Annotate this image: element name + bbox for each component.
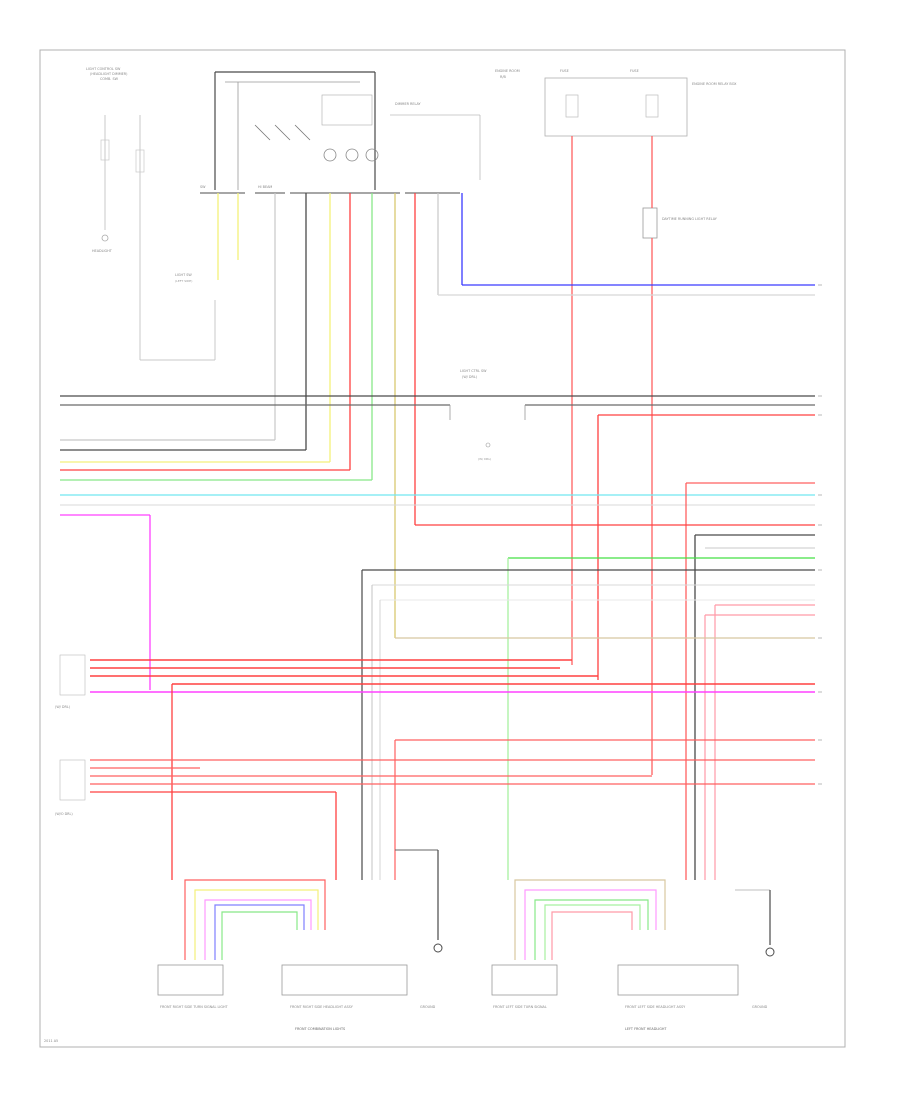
bottom-group-label-1: FRONT COMBINATION LIGHTS xyxy=(295,1027,345,1031)
front-right-loops xyxy=(184,879,326,960)
svg-text:(LEFT SIDE): (LEFT SIDE) xyxy=(175,279,192,283)
center-sw-label: LIGHT CTRL SW xyxy=(460,369,487,373)
bottom-ground-1: GROUND xyxy=(420,943,443,1009)
relay-box-label: ENGINE ROOM RELAY BOX xyxy=(692,82,737,86)
bottom-label-1: FRONT RIGHT SIDE TURN SIGNAL LIGHT xyxy=(160,1005,229,1009)
top-left-label-3: COMB. SW xyxy=(100,77,119,81)
bottom-ground-2: GROUND xyxy=(752,947,775,1009)
bottom-component-2: FRONT RIGHT SIDE HEADLIGHT ASSY FRONT CO… xyxy=(281,964,408,1031)
bottom-component-4: FRONT LEFT SIDE HEADLIGHT ASSY LEFT FRON… xyxy=(617,964,739,1031)
dimmer-relay-label: DIMMER RELAY xyxy=(395,102,422,106)
engine-room-label: ENGINE ROOM xyxy=(495,69,520,73)
svg-text:(W/ DRL): (W/ DRL) xyxy=(478,457,491,461)
headlight-label: HEADLIGHT xyxy=(92,249,113,253)
ground-label-a: GROUND xyxy=(420,1005,436,1009)
daytime-relay-label: DAYTIME RUNNING LIGHT RELAY xyxy=(662,217,718,221)
top-left-label: LIGHT CONTROL SW xyxy=(86,67,121,71)
bottom-component-3: FRONT LEFT SIDE TURN SIGNAL xyxy=(491,964,558,1009)
combination-switch-box: SW HI BEAM DIMMER RELAY xyxy=(200,71,481,190)
bottom-label-3: FRONT LEFT SIDE TURN SIGNAL xyxy=(493,1005,547,1009)
w-drl-left-label: (W/ DRL) xyxy=(55,705,71,709)
engine-room-relay-box: ENGINE ROOM R/B FUSE FUSE ENGINE ROOM RE… xyxy=(495,69,737,239)
light-ctrl-label: SW xyxy=(200,185,206,189)
hi-beam-label: HI BEAM xyxy=(258,185,272,189)
bottom-label-4: FRONT LEFT SIDE HEADLIGHT ASSY xyxy=(625,1005,686,1009)
w-o-drl-left-label: (W/O DRL) xyxy=(55,812,73,816)
ground-label-b: GROUND xyxy=(752,1005,768,1009)
bottom-label-2: FRONT RIGHT SIDE HEADLIGHT ASSY xyxy=(290,1005,354,1009)
bottom-group-label-2: LEFT FRONT HEADLIGHT xyxy=(625,1027,667,1031)
diagram-border xyxy=(39,49,846,1048)
engine-room-label-2: R/B xyxy=(500,75,506,79)
light-control-switch-group: LIGHT CONTROL SW (HEADLIGHT DIMMER) COMB… xyxy=(86,67,216,361)
footer-label: 2011 A5 xyxy=(44,1039,58,1043)
bottom-component-1: FRONT RIGHT SIDE TURN SIGNAL LIGHT xyxy=(157,964,229,1009)
light-sw-label: LIGHT SW xyxy=(175,273,192,277)
center-sw-label-2: (W/ DRL) xyxy=(462,375,478,379)
fuse1-label: FUSE xyxy=(560,69,569,73)
right-terminal-ticks xyxy=(818,284,822,785)
fuse2-label: FUSE xyxy=(630,69,639,73)
front-left-loops xyxy=(514,879,666,960)
top-left-label-2: (HEADLIGHT DIMMER) xyxy=(90,72,128,76)
